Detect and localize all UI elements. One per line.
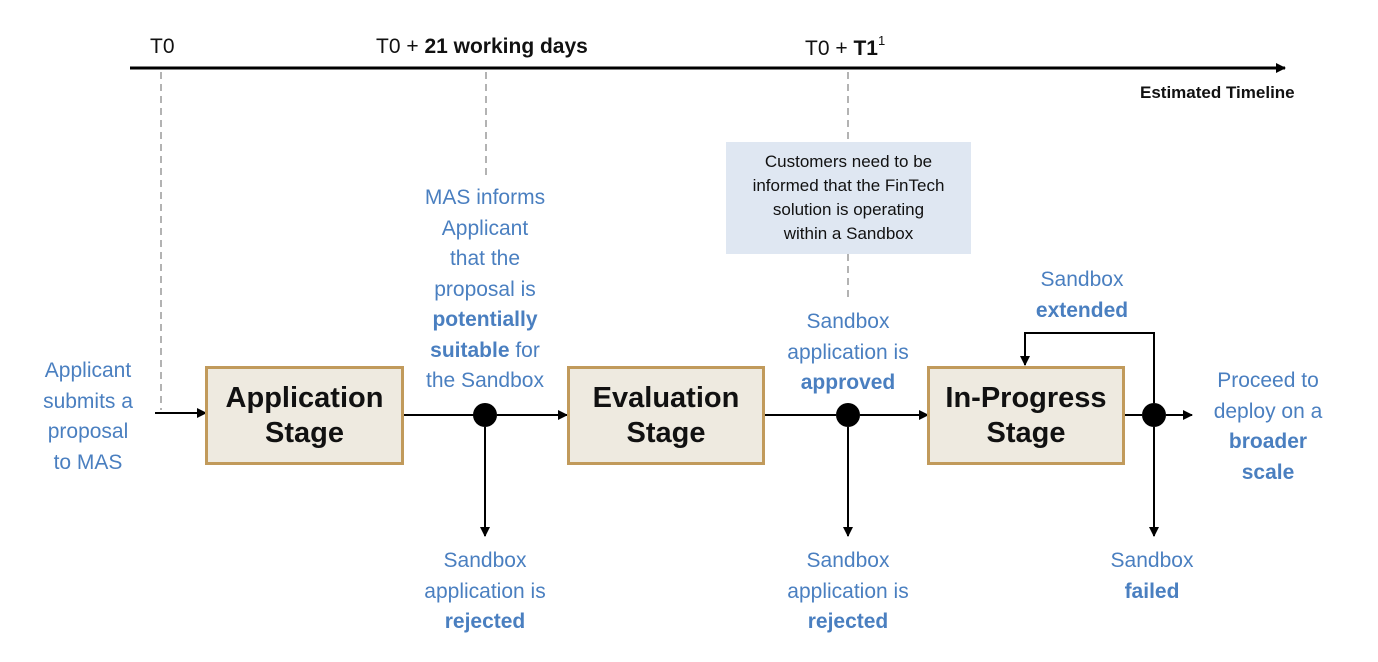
decision-node-1 xyxy=(473,403,497,427)
failed-annotation: Sandbox failed xyxy=(1110,549,1194,603)
customer-notice-box: Customers need to be informed that the F… xyxy=(726,142,971,254)
decision-node-3 xyxy=(1142,403,1166,427)
evaluation-stage-line1: Evaluation xyxy=(592,381,740,414)
application-stage-line2: Stage xyxy=(265,416,344,449)
extended-annotation: Sandbox extended xyxy=(1035,268,1129,322)
rejected-annotation-2: Sandbox application is rejected xyxy=(787,549,909,633)
estimated-timeline-label: Estimated Timeline xyxy=(1140,83,1295,102)
note-line: Customers need to be xyxy=(764,152,933,171)
extension-loop-arrow xyxy=(1020,332,1155,403)
rejected-annotation-1: Sandbox application is rejected xyxy=(424,549,546,633)
application-stage-box: Application Stage xyxy=(205,366,404,465)
application-stage-line1: Application xyxy=(225,381,384,414)
applicant-submits-annotation: Applicant submits a proposal to MAS xyxy=(43,359,133,474)
in-progress-stage-box: In-Progress Stage xyxy=(927,366,1125,465)
evaluation-stage-box: Evaluation Stage xyxy=(567,366,765,465)
timeline-label-t0-plus-21: T0 + 21 working days xyxy=(376,35,588,58)
in-progress-stage-line2: Stage xyxy=(986,416,1066,449)
note-line: solution is operating xyxy=(772,200,925,219)
proceed-annotation: Proceed to deploy on a broader scale xyxy=(1213,369,1323,484)
decision-node-2 xyxy=(836,403,860,427)
timeline-label-t0-plus-t1: T0 + T11 xyxy=(805,33,886,60)
note-line: within a Sandbox xyxy=(783,224,914,243)
approved-annotation: Sandbox application is approved xyxy=(787,310,909,394)
mas-informs-annotation: MAS informs Applicant that the proposal … xyxy=(424,186,546,392)
note-line: informed that the FinTech xyxy=(752,176,945,195)
in-progress-stage-line1: In-Progress xyxy=(945,381,1107,414)
evaluation-stage-line2: Stage xyxy=(626,416,706,449)
timeline-label-t0: T0 xyxy=(150,35,175,58)
